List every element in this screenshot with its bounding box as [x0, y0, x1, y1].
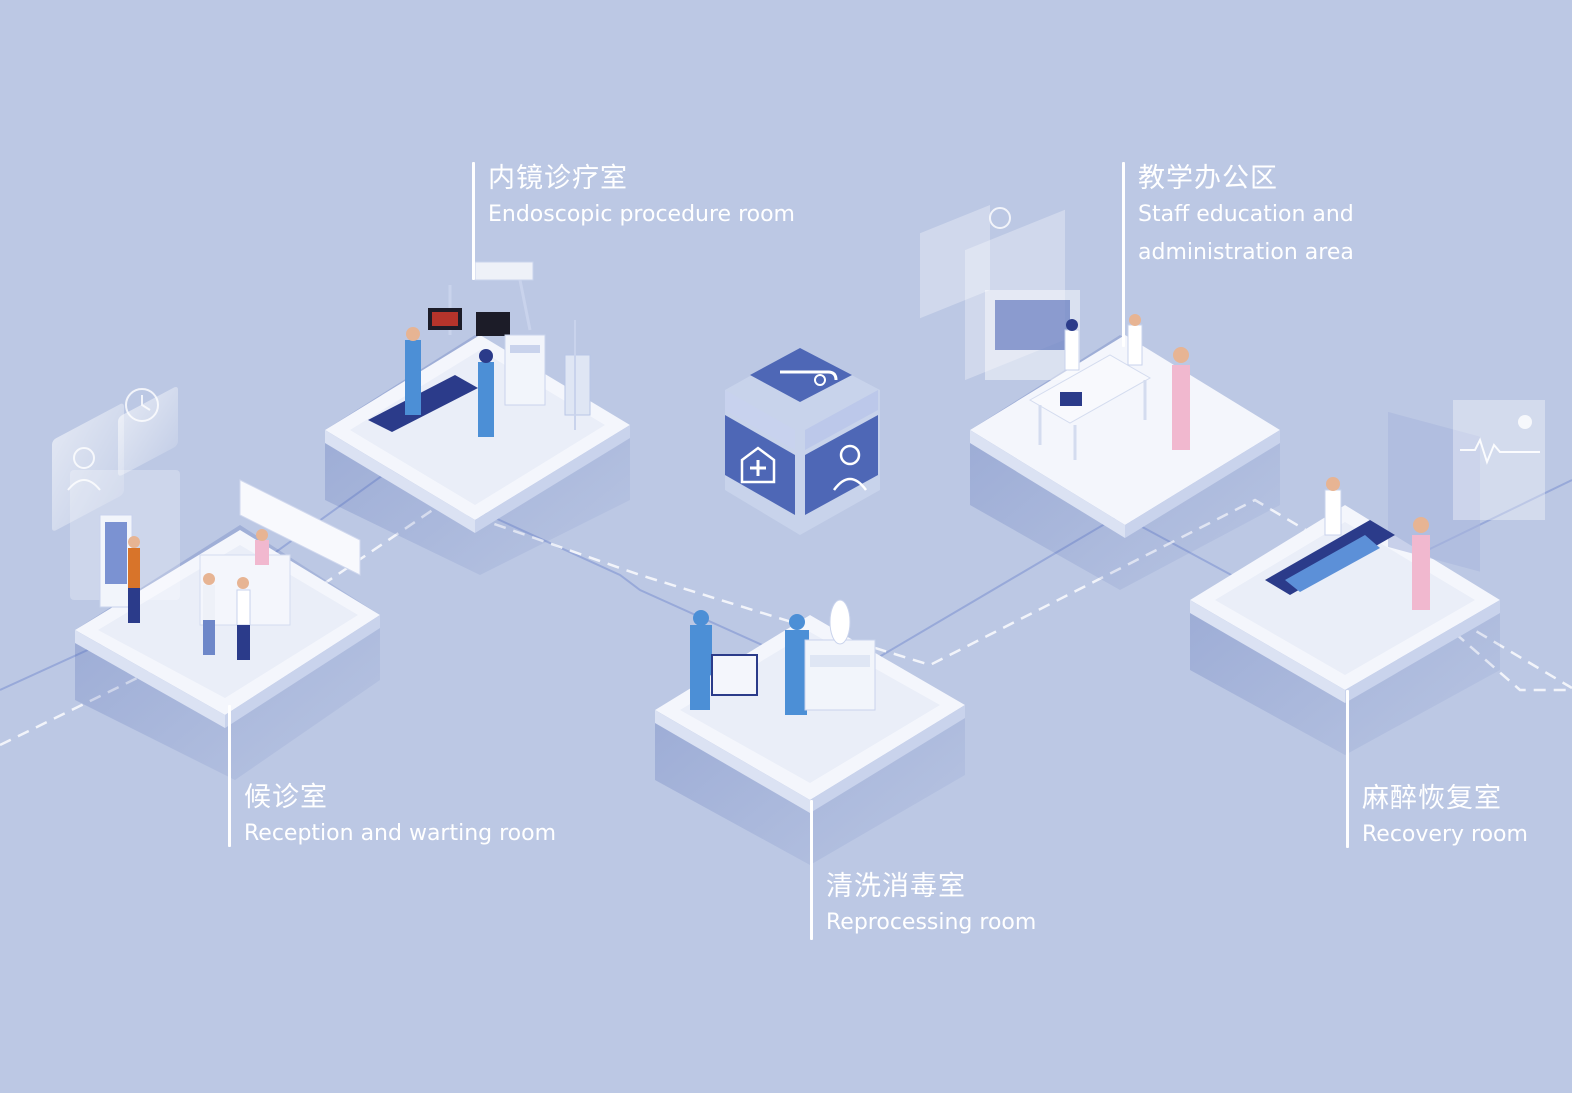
room-name-zh: 候诊室 [244, 781, 556, 815]
label-bar [472, 162, 475, 280]
label-recovery: 麻醉恢复室 Recovery room [1346, 690, 1528, 854]
label-bar [810, 800, 813, 940]
label-bar [228, 705, 231, 847]
label-reception: 候诊室 Reception and warting room [228, 705, 556, 853]
label-bar [1346, 690, 1349, 848]
label-reprocessing: 清洗消毒室 Reprocessing room [810, 800, 1036, 942]
room-name-en: Reception and warting room [244, 815, 556, 853]
room-name-zh: 麻醉恢复室 [1362, 782, 1528, 816]
room-name-zh: 教学办公区 [1138, 162, 1378, 196]
room-name-en: Staff education and administration area [1138, 196, 1378, 272]
label-bar [1122, 162, 1125, 347]
room-name-en: Reprocessing room [826, 904, 1036, 942]
room-name-en: Endoscopic procedure room [488, 196, 795, 234]
room-name-en: Recovery room [1362, 816, 1528, 854]
room-name-zh: 清洗消毒室 [826, 870, 1036, 904]
label-endoscopy: 内镜诊疗室 Endoscopic procedure room [472, 162, 795, 234]
label-education: 教学办公区 Staff education and administration… [1122, 162, 1378, 272]
room-name-zh: 内镜诊疗室 [488, 162, 795, 196]
